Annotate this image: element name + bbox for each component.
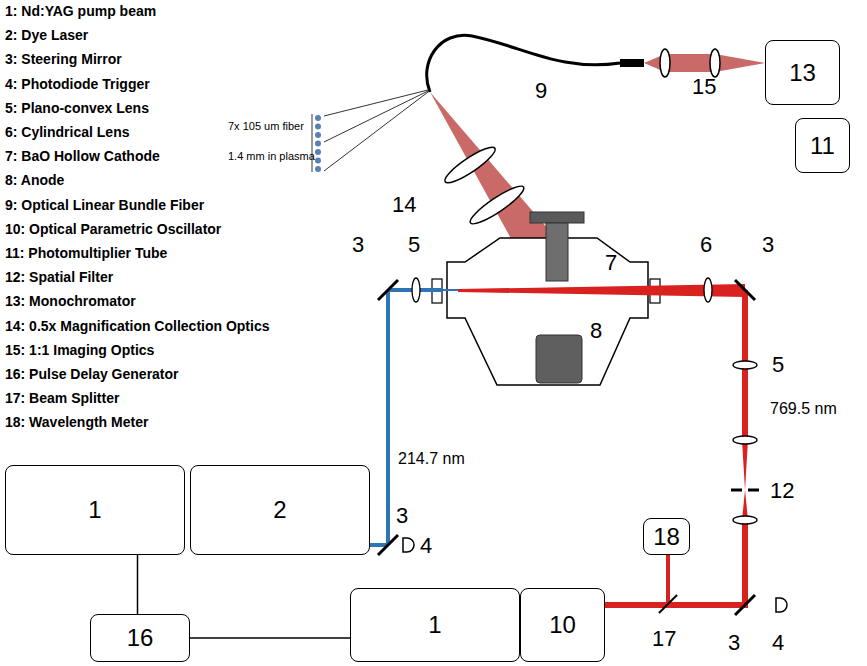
callout-number: 17 xyxy=(652,626,676,651)
callout-number: 5 xyxy=(772,352,784,377)
spatial-filter xyxy=(731,489,759,492)
photodiode xyxy=(403,538,414,552)
instrument-box: 1 xyxy=(350,588,520,662)
legend-entry: 6: Cylindrical Lens xyxy=(5,124,129,140)
lens xyxy=(733,361,757,369)
imaging-lens xyxy=(710,49,720,77)
callout-number: 12 xyxy=(770,478,794,503)
hollow-cathode xyxy=(546,223,568,281)
lens xyxy=(733,516,757,524)
box-number: 1 xyxy=(88,496,101,524)
legend-entry: 11: Photomultiplier Tube xyxy=(5,245,167,261)
uv-beam xyxy=(370,290,655,545)
callout-number: 3 xyxy=(728,630,740,655)
inset-note: 1.4 mm in plasma xyxy=(228,150,315,163)
callout-number: 6 xyxy=(700,232,712,257)
legend-entry: 4: Photodiode Trigger xyxy=(5,76,150,92)
callout-number: 9 xyxy=(535,78,547,103)
fiber-dots xyxy=(315,115,321,172)
legend-entry: 16: Pulse Delay Generator xyxy=(5,366,179,382)
box-number: 10 xyxy=(549,611,576,639)
inset-note: 7x 105 um fiber xyxy=(228,120,304,133)
steering-mirror xyxy=(378,280,755,615)
callout-number: 14 xyxy=(392,192,416,217)
callout-number: 8 xyxy=(590,318,602,343)
wavelength-label: 769.5 nm xyxy=(770,400,837,418)
box-number: 1 xyxy=(428,611,441,639)
callout-number: 4 xyxy=(420,533,432,558)
instrument-box: 16 xyxy=(90,614,190,662)
legend-entry: 5: Plano-convex Lens xyxy=(5,100,149,116)
callout-number: 15 xyxy=(692,74,716,99)
cathode-flange xyxy=(530,212,584,223)
lens xyxy=(412,278,420,302)
legend-entry: 1: Nd:YAG pump beam xyxy=(5,3,156,19)
box-number: 16 xyxy=(127,624,154,652)
beam-splitter xyxy=(659,595,677,613)
callout-number: 7 xyxy=(605,250,617,275)
legend-entry: 18: Wavelength Meter xyxy=(5,414,148,430)
collection-lens xyxy=(467,181,528,228)
legend-entry: 7: BaO Hollow Cathode xyxy=(5,148,160,164)
legend-entry: 9: Optical Linear Bundle Fiber xyxy=(5,197,204,213)
instrument-box: 18 xyxy=(643,518,690,555)
instrument-box: 11 xyxy=(795,118,850,173)
bundle-fiber xyxy=(427,35,620,92)
trigger-cable xyxy=(190,638,350,639)
box-number: 11 xyxy=(810,132,835,160)
callout-number: 4 xyxy=(772,630,784,655)
legend-entry: 10: Optical Parametric Oscillator xyxy=(5,221,221,237)
inset-leaders xyxy=(312,90,428,172)
instrument-box: 1 xyxy=(5,465,185,555)
instrument-box: 10 xyxy=(520,588,605,662)
legend-entry: 14: 0.5x Magnification Collection Optics xyxy=(5,318,270,334)
legend-entry: 15: 1:1 Imaging Optics xyxy=(5,342,154,358)
callout-number: 3 xyxy=(762,232,774,257)
imaging-lens xyxy=(660,49,670,77)
instrument-box: 2 xyxy=(190,465,370,555)
wavelength-label: 214.7 nm xyxy=(398,450,465,468)
cylindrical-lens xyxy=(704,278,712,302)
box-number: 18 xyxy=(653,523,680,551)
ir-beam xyxy=(458,284,748,608)
legend-entry: 8: Anode xyxy=(5,172,64,188)
collection-lens xyxy=(441,142,499,187)
legend-entry: 13: Monochromator xyxy=(5,293,136,309)
legend-entry: 17: Beam Splitter xyxy=(5,390,119,406)
trigger-cable xyxy=(137,555,138,614)
anode xyxy=(536,335,582,383)
lens xyxy=(733,436,757,444)
callout-number: 5 xyxy=(408,232,420,257)
callout-number: 3 xyxy=(396,503,408,528)
photodiode xyxy=(776,598,787,612)
box-number: 2 xyxy=(273,496,286,524)
legend-entry: 3: Steering Mirror xyxy=(5,51,122,67)
callout-number: 3 xyxy=(352,232,364,257)
fiber-connector xyxy=(620,59,644,67)
box-number: 13 xyxy=(789,59,816,87)
instrument-box: 13 xyxy=(765,40,840,105)
legend-entry: 2: Dye Laser xyxy=(5,27,88,43)
legend-entry: 12: Spatial Filter xyxy=(5,269,113,285)
